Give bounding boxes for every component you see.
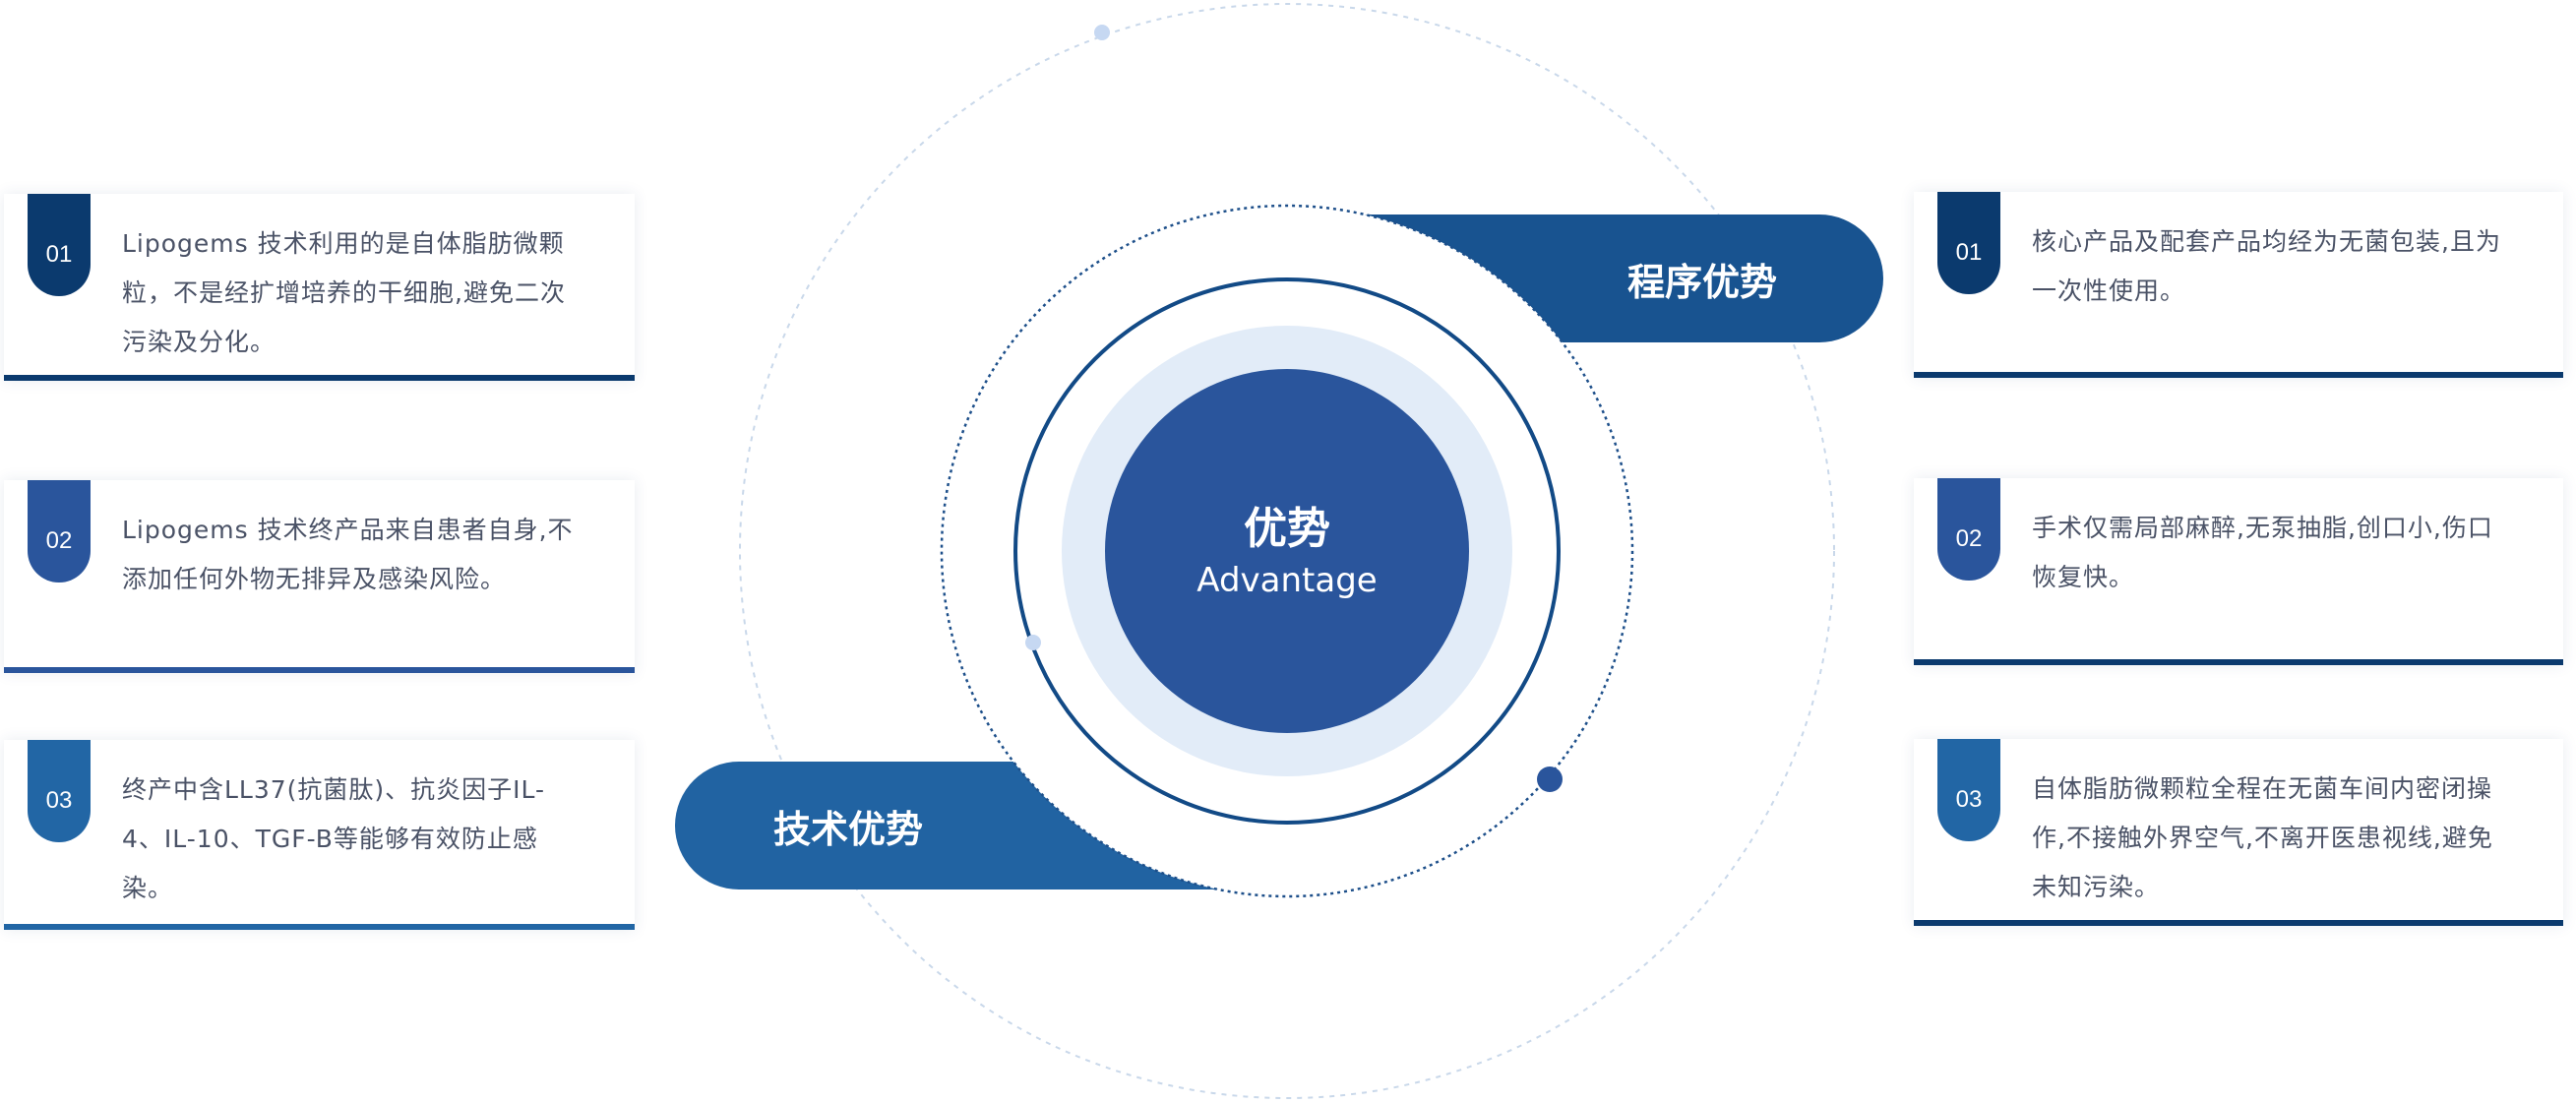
card-underline [4, 667, 635, 673]
card-text: 终产中含LL37(抗菌肽)、抗炎因子IL-4、IL-10、TGF-B等能够有效防… [122, 775, 546, 902]
center-label: 优势 Advantage [1196, 500, 1377, 602]
center-title: 优势 [1243, 504, 1330, 554]
number-badge: 02 [1937, 478, 2000, 581]
card-text: 核心产品及配套产品均经为无菌包装,且为一次性使用。 [2032, 227, 2501, 305]
procedure-card-1: 01 核心产品及配套产品均经为无菌包装,且为一次性使用。 [1914, 192, 2563, 378]
technology-advantage-text: 技术优势 [773, 807, 924, 851]
card-underline [1914, 920, 2563, 926]
number-badge: 02 [28, 480, 91, 583]
center-subtitle: Advantage [1196, 561, 1378, 600]
number-badge: 03 [1937, 739, 2000, 841]
tech-card-1: 01 Lipogems 技术利用的是自体脂肪微颗粒，不是经扩增培养的干细胞,避免… [4, 194, 635, 381]
tech-card-2: 02 Lipogems 技术终产品来自患者自身,不添加任何外物无排异及感染风险。 [4, 480, 635, 673]
card-underline [4, 924, 635, 930]
card-text: 手术仅需局部麻醉,无泵抽脂,创口小,伤口恢复快。 [2032, 514, 2493, 591]
outer-faint-orbit [739, 3, 1835, 1099]
number-badge: 01 [1937, 192, 2000, 294]
card-underline [4, 375, 635, 381]
procedure-card-3: 03 自体脂肪微颗粒全程在无菌车间内密闭操作,不接触外界空气,不离开医患视线,避… [1914, 739, 2563, 926]
orbit-dot-left [1025, 635, 1041, 650]
solid-ring [1013, 277, 1561, 825]
procedure-card-2: 02 手术仅需局部麻醉,无泵抽脂,创口小,伤口恢复快。 [1914, 478, 2563, 665]
card-underline [1914, 372, 2563, 378]
orbit-dot-right [1537, 767, 1563, 792]
card-text: Lipogems 技术终产品来自患者自身,不添加任何外物无排异及感染风险。 [122, 516, 574, 593]
orbit-dot-top [1094, 25, 1110, 40]
procedure-advantage-text: 程序优势 [1626, 260, 1777, 304]
card-text: 自体脂肪微颗粒全程在无菌车间内密闭操作,不接触外界空气,不离开医患视线,避免未知… [2032, 774, 2493, 901]
number-badge: 03 [28, 740, 91, 842]
center-circle [1105, 369, 1469, 733]
card-text: Lipogems 技术利用的是自体脂肪微颗粒，不是经扩增培养的干细胞,避免二次污… [122, 229, 566, 356]
card-underline [1914, 659, 2563, 665]
tech-card-3: 03 终产中含LL37(抗菌肽)、抗炎因子IL-4、IL-10、TGF-B等能够… [4, 740, 635, 930]
number-badge: 01 [28, 194, 91, 296]
